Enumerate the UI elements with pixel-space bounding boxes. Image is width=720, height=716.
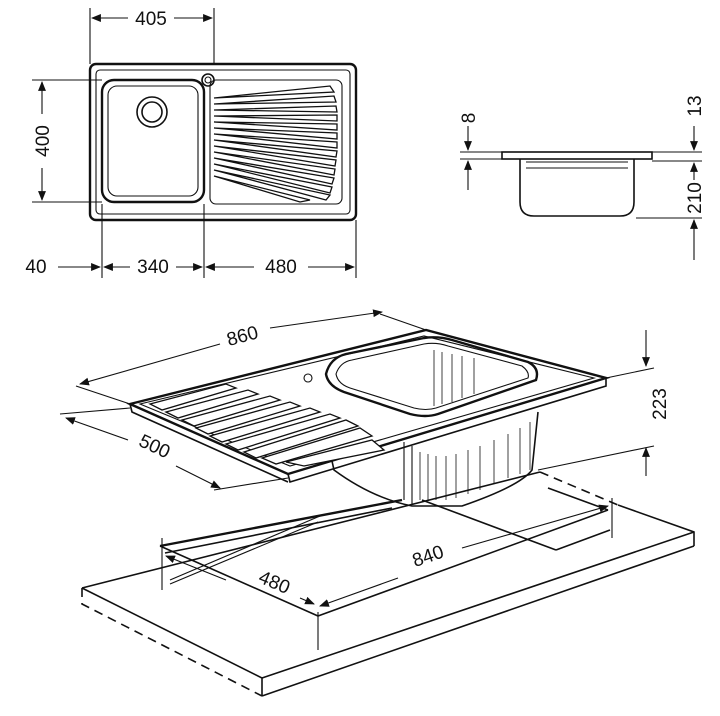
- dim-400-label: 400: [33, 125, 54, 157]
- countertop: [81, 471, 695, 697]
- bowl-iso: [324, 336, 539, 418]
- drainer-grooves: [213, 85, 338, 203]
- bowl-top: [100, 78, 206, 204]
- drainer-top: [209, 79, 343, 205]
- top-view: 405 400 40 340 480: [25, 8, 358, 278]
- dim-480-top-label: 480: [265, 257, 297, 278]
- dim-340-label: 340: [137, 257, 169, 278]
- dim-500-label: 500: [136, 431, 174, 463]
- dim-405-label: 405: [135, 9, 167, 30]
- dim-223-label: 223: [650, 388, 671, 420]
- dim-480-iso-label: 480: [255, 567, 292, 599]
- dim-13-label: 13: [685, 95, 706, 116]
- sink-outline-top: [88, 62, 358, 222]
- tap-hole-iso-icon: [303, 373, 313, 383]
- dim-8-label: 8: [459, 113, 480, 124]
- bowl-side: [519, 159, 635, 217]
- countertop-cutout: [159, 487, 611, 617]
- tap-hole-icon: [201, 73, 215, 87]
- iso-view: 480 840: [59, 309, 695, 697]
- dim-210-label: 210: [685, 182, 706, 214]
- bowl-iso-underside: [329, 411, 539, 507]
- dim-860-label: 860: [225, 322, 261, 350]
- dim-40-label: 40: [25, 257, 46, 278]
- drain-icon: [136, 96, 168, 128]
- drainer-ribs-iso: [148, 383, 386, 467]
- dim-840-label: 840: [410, 542, 447, 572]
- side-view: 8 13 210: [459, 95, 706, 260]
- rim-side: [501, 151, 653, 160]
